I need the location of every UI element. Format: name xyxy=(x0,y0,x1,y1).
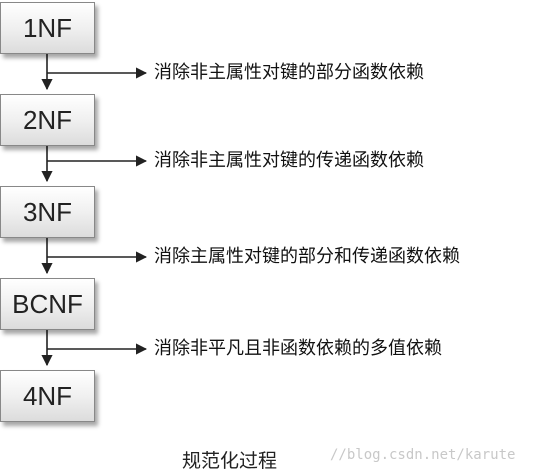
box-bcnf: BCNF xyxy=(0,278,95,330)
step-label-1: 消除非主属性对键的部分函数依赖 xyxy=(154,62,424,83)
step-label-2: 消除非主属性对键的传递函数依赖 xyxy=(154,150,424,171)
watermark-text: //blog.csdn.net/karute xyxy=(330,447,516,463)
diagram-caption: 规范化过程 xyxy=(182,450,278,472)
box-1nf: 1NF xyxy=(0,2,95,54)
box-2nf: 2NF xyxy=(0,94,95,146)
step-label-3: 消除主属性对键的部分和传递函数依赖 xyxy=(154,246,460,267)
box-4nf: 4NF xyxy=(0,370,95,422)
step-label-4: 消除非平凡且非函数依赖的多值依赖 xyxy=(154,338,442,359)
box-3nf: 3NF xyxy=(0,186,95,238)
